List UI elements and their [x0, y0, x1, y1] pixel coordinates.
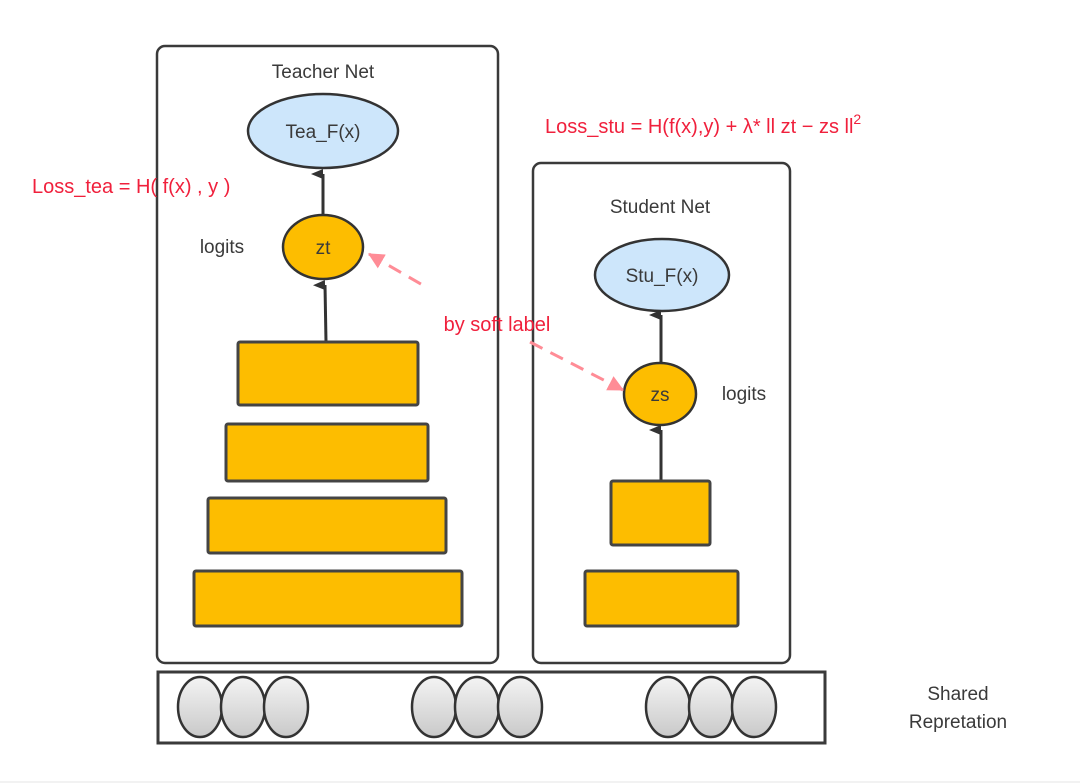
- bottom-edge: [0, 781, 1080, 783]
- student-loss-superscript: 2: [853, 111, 861, 127]
- student-loss-text: Loss_stu = H(f(x),y) + λ* ll zt − zs ll: [545, 116, 853, 138]
- shared-unit: [219, 675, 267, 739]
- teacher-layer: [206, 496, 448, 555]
- soft-label-arrow-to-student: [529, 340, 625, 392]
- teacher-output-label: Tea_F(x): [286, 122, 361, 143]
- student-output-node: [593, 237, 731, 313]
- student-logits-caption: logits: [722, 384, 766, 405]
- shared-unit: [644, 675, 692, 739]
- teacher-layer: [236, 340, 420, 407]
- student-layer: [583, 569, 740, 628]
- teacher-layers-to-logit-arrow: [313, 280, 328, 343]
- shared-unit: [453, 675, 501, 739]
- shared-unit: [687, 675, 735, 739]
- shared-unit: [176, 675, 224, 739]
- teacher-output-node: [246, 92, 400, 170]
- teacher-layer: [224, 422, 430, 483]
- student-layer: [609, 479, 712, 547]
- shared-units: [176, 675, 778, 739]
- shared-unit: [496, 675, 544, 739]
- shared-caption-line1: Shared: [927, 684, 988, 705]
- teacher-logit-node: [281, 213, 365, 281]
- teacher-loss-formula: Loss_tea = H( f(x) , y ): [32, 176, 230, 198]
- student-loss-formula: Loss_stu = H(f(x),y) + λ* ll zt − zs ll2: [545, 111, 861, 138]
- shared-unit: [262, 675, 310, 739]
- student-logit-label: zs: [651, 385, 670, 406]
- teacher-logit-label: zt: [316, 238, 332, 259]
- shared-caption-line2: Repretation: [909, 712, 1007, 733]
- shared-unit: [410, 675, 458, 739]
- soft-label-caption: by soft label: [444, 314, 551, 336]
- shared-unit: [730, 675, 778, 739]
- student-output-label: Stu_F(x): [626, 266, 699, 287]
- teacher-net-title: Teacher Net: [272, 62, 375, 83]
- student-net-title: Student Net: [610, 197, 711, 218]
- teacher-layer: [192, 569, 464, 628]
- teacher-logits-caption: logits: [200, 237, 244, 258]
- soft-label-arrow-to-teacher: [368, 252, 427, 289]
